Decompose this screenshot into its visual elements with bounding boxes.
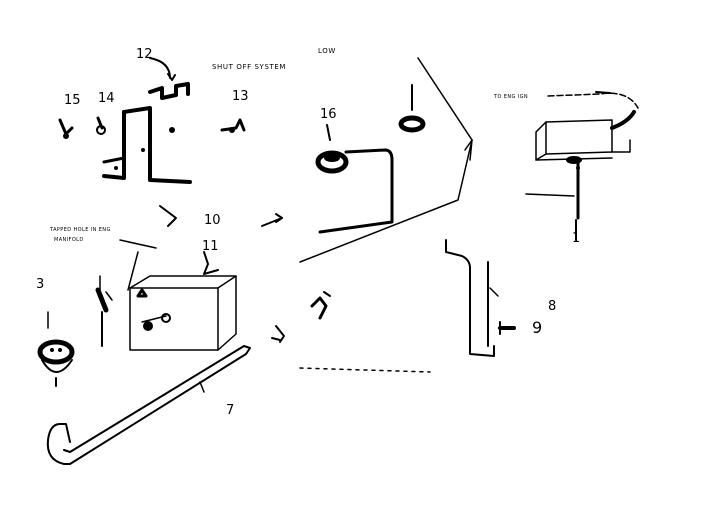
- callout-16: 16: [320, 107, 337, 122]
- callout-10: 10: [204, 213, 221, 228]
- junction-box-part-11: [119, 239, 237, 351]
- tapped-hole-note-line-1: TAPPED HOLE IN ENG: [50, 227, 111, 233]
- tube-part-7: [46, 345, 251, 465]
- to-eng-ign-label: TO ENG IGN: [494, 94, 529, 100]
- relay-part-1: [525, 91, 639, 241]
- callout-7: 7: [226, 403, 235, 418]
- callout-1: 1: [572, 231, 581, 246]
- hardware-parts-13-14-15: [58, 116, 246, 139]
- callout-14: 14: [98, 91, 115, 106]
- sender-part-16: [315, 124, 394, 234]
- tapped-hole-note-line-2: MANIFOLD: [54, 237, 84, 243]
- callout-9: 9: [532, 318, 543, 337]
- callout-15: 15: [64, 93, 81, 108]
- bracket-part-12: [102, 57, 192, 184]
- callout-3: 3: [36, 277, 45, 292]
- callout-8: 8: [548, 299, 557, 314]
- clip-parts: [271, 291, 331, 343]
- leader-part-10: [159, 205, 283, 227]
- title-line-1: LOW: [318, 47, 336, 55]
- callout-13: 13: [232, 89, 249, 104]
- title-line-2: SHUT OFF SYSTEM: [212, 63, 287, 71]
- fitting-parts-3-4: [37, 275, 113, 387]
- callout-12: 12: [136, 47, 153, 62]
- tank-outline: [299, 57, 473, 373]
- bracket-part-8: [445, 239, 516, 357]
- callout-11: 11: [202, 239, 219, 254]
